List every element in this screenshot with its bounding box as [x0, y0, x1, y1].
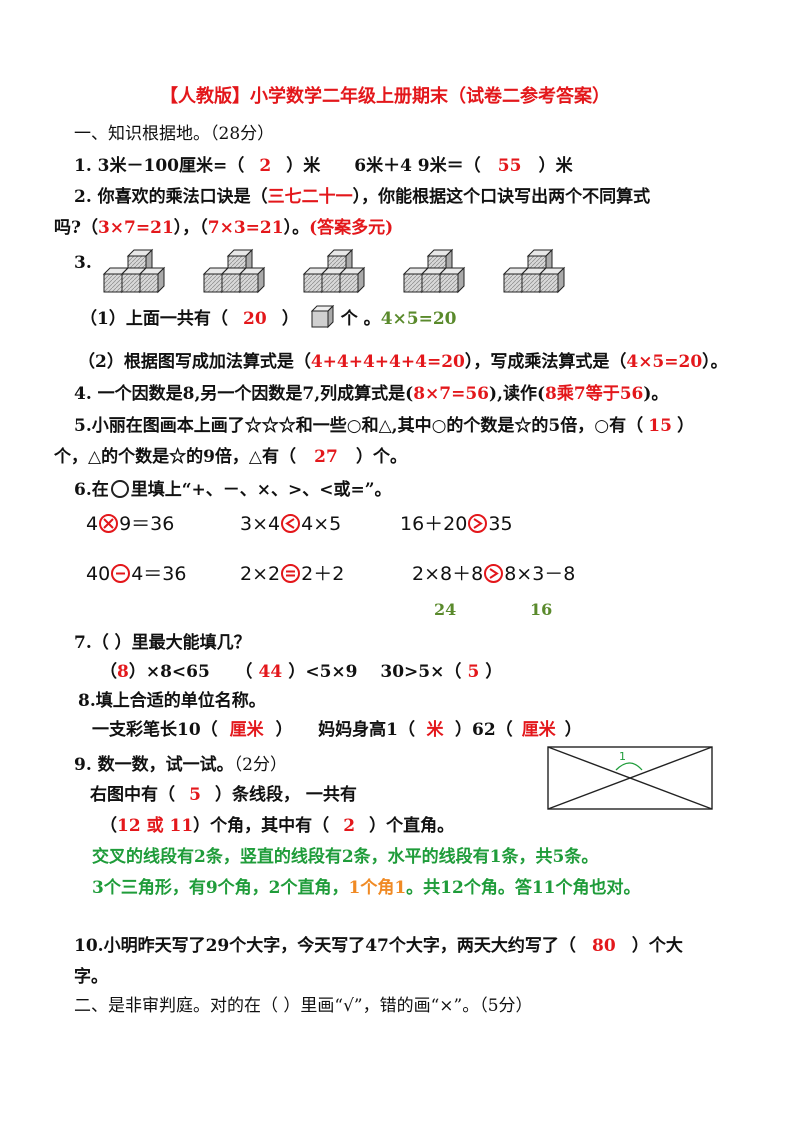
question-4: 4. 一个因数是8,另一个因数是7,列成算式是(8×7=56),读作(8乘7等于… — [74, 384, 669, 404]
q3-expression: 4×5=20 — [380, 309, 457, 329]
q5-answer-1: 15 — [648, 416, 672, 436]
figure-diagonal-2 — [547, 746, 713, 810]
q9-explanation-2: 3个三角形，有9个角，2个直角，1个角1。共12个角。答11个角也对。 — [92, 878, 641, 898]
greater-than-circle-icon — [484, 564, 504, 583]
cube-groups — [100, 240, 590, 296]
question-8-answers: 一支彩笔长10（厘米） 妈妈身高1（米）62（厘米） — [92, 720, 582, 740]
question-2-line-1: 2. 你喜欢的乘法口诀是（三七二十一），你能根据这个口诀写出两个不同算式 — [74, 187, 651, 207]
question-5-line-1: 5.小丽在图画本上画了☆☆☆和一些○和△,其中○的个数是☆的5倍，○有（15） — [74, 416, 695, 436]
question-10-line-1: 10.小明昨天写了29个大字，今天写了47个大字，两天大约写了（80）个大 — [74, 936, 683, 956]
section-one-heading: 一、知识根据地。（28分） — [74, 124, 275, 144]
q9-explanation-1: 交叉的线段有2条，竖直的线段有2条，水平的线段有1条，共5条。 — [92, 847, 599, 867]
times-circle-icon — [99, 514, 119, 533]
q3-answer-3: 4×5=20 — [626, 352, 703, 372]
cube-icon — [310, 305, 335, 329]
less-than-circle-icon — [281, 514, 301, 533]
question-3-label: 3. — [74, 253, 92, 273]
q4-answer-1: 8×7=56 — [413, 384, 490, 404]
cube-group-4 — [404, 250, 464, 292]
q3-answer-2: 4+4+4+4+4=20 — [310, 352, 465, 372]
section-two-heading: 二、是非审判庭。对的在（ ）里画“√”，错的画“×”。（5分） — [74, 996, 533, 1016]
q8-answer-3: 厘米 — [521, 720, 556, 740]
angle-arc — [615, 762, 643, 771]
question-5-line-2: 个，△的个数是☆的9倍，△有（27）个。 — [54, 447, 407, 467]
question-3-part-1: （1）上面一共有（20） 个 。4×5=20 — [80, 305, 457, 330]
q2-answer-3: 7×3=21 — [207, 218, 284, 238]
cube-group-3 — [304, 250, 364, 292]
question-10-line-2: 字。 — [74, 967, 108, 987]
question-8-label: 8.填上合适的单位名称。 — [78, 691, 266, 711]
question-9-label: 9. 数一数，试一试。（2分） — [74, 755, 287, 775]
q9-answer-1: 5 — [189, 785, 201, 805]
cube-group-1 — [104, 250, 164, 292]
blank-circle-icon — [110, 480, 129, 498]
q6-value-2: 16 — [530, 600, 553, 619]
q8-answer-2: 米 — [426, 720, 444, 740]
q7-answer-1: 8 — [117, 662, 129, 682]
q6-value-1: 24 — [434, 600, 457, 619]
cube-group-5 — [504, 250, 564, 292]
question-3-part-2: （2）根据图写成加法算式是（4+4+4+4+4=20），写成乘法算式是（4×5=… — [78, 352, 728, 372]
q7-answer-2: 44 — [258, 662, 283, 682]
question-9-line-3: （12 或 11）个角，其中有（2）个直角。 — [100, 816, 455, 836]
q7-answer-3: 5 — [467, 662, 480, 682]
question-7-answers: （8）×8<65 （44）<5×9 30>5×（5） — [100, 662, 503, 682]
q4-answer-2: 8乘7等于56 — [545, 384, 644, 404]
q10-answer: 80 — [592, 936, 616, 956]
page-title: 【人教版】小学数学二年级上册期末（试卷二参考答案） — [160, 86, 610, 107]
cube-groups-drawing — [100, 240, 590, 296]
q3-answer-1: 20 — [243, 309, 267, 329]
question-1: 1. 3米－100厘米=（2）米 6米＋4 9米＝（55）米 — [74, 156, 573, 176]
question-2-line-2: 吗?（3×7=21），（7×3=21）。(答案多元) — [54, 218, 394, 238]
segment-figure: 1 — [546, 744, 716, 814]
question-9-line-2: 右图中有（5）条线段， 一共有 — [90, 785, 357, 805]
q1-answer-1: 2 — [259, 156, 272, 176]
question-6: 6.在里填上“+、－、×、>、<或=”。 — [74, 480, 392, 500]
greater-than-circle-icon — [468, 514, 488, 533]
q9-answer-2: 12 或 11 — [117, 816, 194, 836]
q5-answer-2: 27 — [314, 447, 338, 467]
equals-circle-icon — [281, 564, 301, 583]
q2-answer-1: 三七二十一 — [267, 187, 353, 207]
q2-answer-2: 3×7=21 — [97, 218, 174, 238]
cube-group-2 — [204, 250, 264, 292]
angle-label: 1 — [619, 750, 626, 763]
q9-answer-3: 2 — [343, 816, 356, 836]
question-7-label: 7.（ ）里最大能填几？ — [74, 633, 251, 653]
q2-note: (答案多元) — [309, 218, 394, 238]
q1-answer-2: 55 — [497, 156, 522, 176]
minus-circle-icon — [111, 564, 131, 583]
figure-rectangle — [547, 746, 713, 810]
q8-answer-1: 厘米 — [229, 720, 264, 740]
